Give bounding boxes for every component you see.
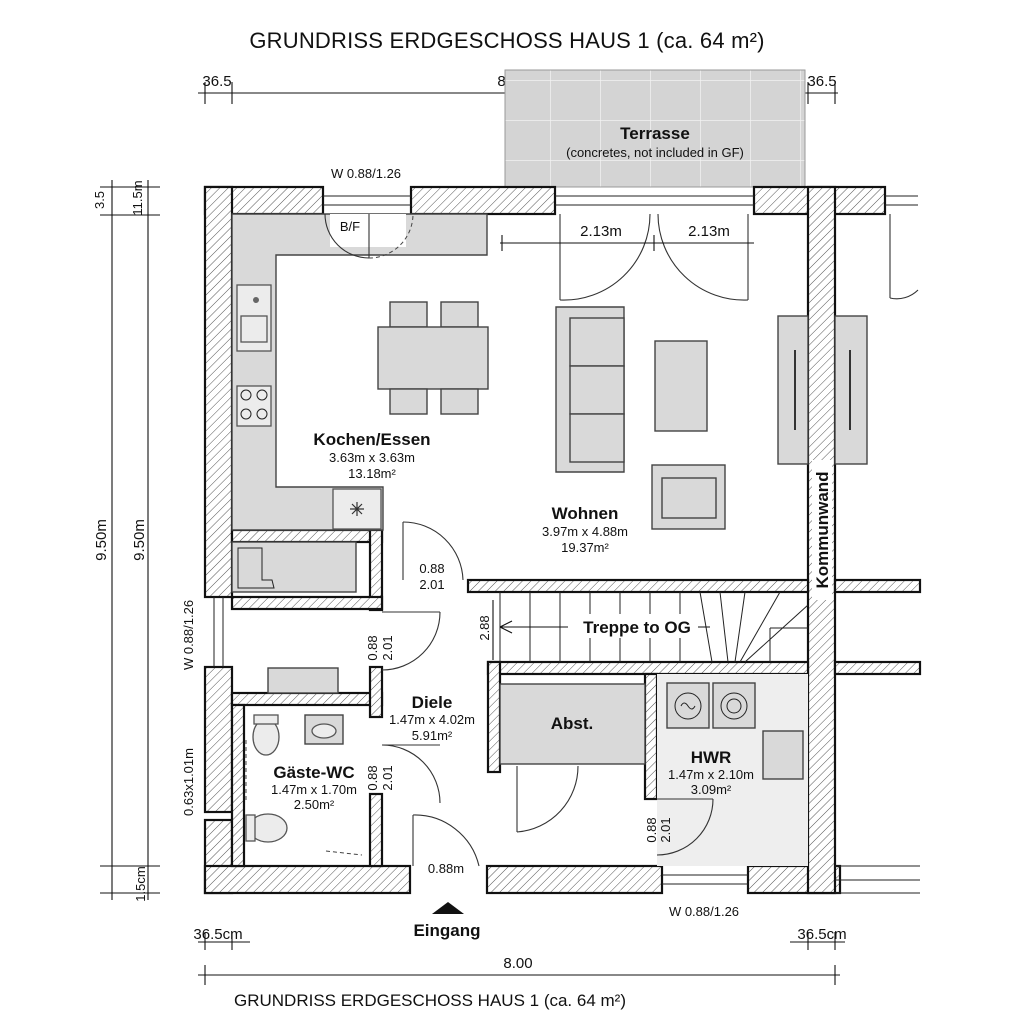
kitchen-name: Kochen/Essen (313, 430, 430, 449)
dim-left-height-a: 9.50m (93, 519, 110, 561)
room-labels: Kochen/Essen 3.63m x 3.63m 13.18m² Wohne… (313, 430, 832, 743)
entrance-marker: Eingang (413, 902, 481, 940)
interior-walls (230, 528, 922, 868)
dim-bottom-total: 8.00 (503, 955, 532, 972)
terrace: Terrasse (concretes, not included in GF) (504, 69, 806, 188)
living-area: 19.37m² (561, 540, 609, 555)
dim-left-small-a: 3.5 (92, 191, 107, 209)
window-bottom-label: W 0.88/1.26 (669, 904, 739, 919)
hwr-size: 1.47m x 2.10m (668, 767, 754, 782)
wc-door-a: 0.88 (365, 765, 380, 790)
dim-left-height-b: 9.50m (131, 519, 148, 561)
terrace-doors: 2.13m 2.13m (324, 213, 919, 301)
terrace-name: Terrasse (620, 124, 690, 143)
diele-door-upper-a: 0.88 (419, 561, 444, 576)
wc-door-b: 2.01 (380, 765, 395, 790)
kitchen-area: 13.18m² (348, 466, 396, 481)
diele-door-upper-b: 2.01 (419, 577, 444, 592)
left-dimension: 3.5 11.5m 9.50m 9.50m 1.5cm W 0.88/1.26 … (92, 180, 196, 902)
dining-table (377, 301, 489, 415)
diele-size: 1.47m x 4.02m (389, 712, 475, 727)
dim-window-left-lower: 0.63x1.01m (181, 748, 196, 816)
terrace-door-left-dim: 2.13m (580, 223, 622, 240)
neighbour-edge (835, 865, 920, 894)
plan-title: GRUNDRISS ERDGESCHOSS HAUS 1 (ca. 64 m²) (249, 28, 764, 53)
living-name: Wohnen (552, 504, 619, 523)
terrace-note: (concretes, not included in GF) (566, 145, 744, 160)
bottom-dimension: 36.5cm 36.5cm 8.00 (193, 926, 847, 985)
utility-room: HWR 1.47m x 2.10m 3.09m² 0.88 2.01 (644, 674, 808, 866)
kitchen-size: 3.63m x 3.63m (329, 450, 415, 465)
hwr-door-a: 0.88 (644, 817, 659, 842)
dim-left-bottom-small: 1.5cm (133, 866, 148, 901)
diele-door-mid-b: 2.01 (380, 635, 395, 660)
terrace-door-right-dim: 2.13m (688, 223, 730, 240)
wc-size: 1.47m x 1.70m (271, 782, 357, 797)
dim-bottom-right: 36.5cm (797, 926, 846, 943)
windows: W 0.88/1.26 W 0.88/1.26 (213, 166, 918, 919)
diele-door-mid-a: 0.88 (365, 635, 380, 660)
dim-window-left: W 0.88/1.26 (181, 600, 196, 670)
hwr-area: 3.09m² (691, 782, 732, 797)
entrance-label: Eingang (413, 921, 480, 940)
living-size: 3.97m x 4.88m (542, 524, 628, 539)
stairs-label: Treppe to OG (583, 618, 691, 637)
stairs-dim: 2.88 (477, 615, 492, 640)
diele-name: Diele (412, 693, 453, 712)
kitchen-counter: B/F (231, 213, 488, 531)
stairs: Treppe to OG 2.88 (477, 591, 809, 663)
window-top-label: W 0.88/1.26 (331, 166, 401, 181)
dim-top-left: 36.5 (202, 73, 231, 90)
bf-label: B/F (340, 219, 360, 234)
dim-left-small-b: 11.5m (130, 180, 145, 215)
diele-doors: 0.88 2.01 0.88 2.01 0.88 2.01 0.88m (365, 521, 480, 876)
dim-top-right: 36.5 (807, 73, 836, 90)
party-wall-label: Kommunwand (813, 471, 832, 588)
wardrobe-room (231, 541, 357, 694)
wc-area: 2.50m² (294, 797, 335, 812)
abst-label: Abst. (551, 714, 594, 733)
guest-wc: Gäste-WC 1.47m x 1.70m 2.50m² (245, 714, 363, 856)
living-furniture (555, 306, 868, 530)
entrance-dim: 0.88m (428, 861, 464, 876)
dim-bottom-left: 36.5cm (193, 926, 242, 943)
plan-subtitle: GRUNDRISS ERDGESCHOSS HAUS 1 (ca. 64 m²) (234, 991, 626, 1010)
hwr-name: HWR (691, 748, 732, 767)
wc-name: Gäste-WC (273, 763, 354, 782)
storage-closet: Abst. (499, 683, 646, 833)
diele-area: 5.91m² (412, 728, 453, 743)
hwr-door-b: 2.01 (658, 817, 673, 842)
